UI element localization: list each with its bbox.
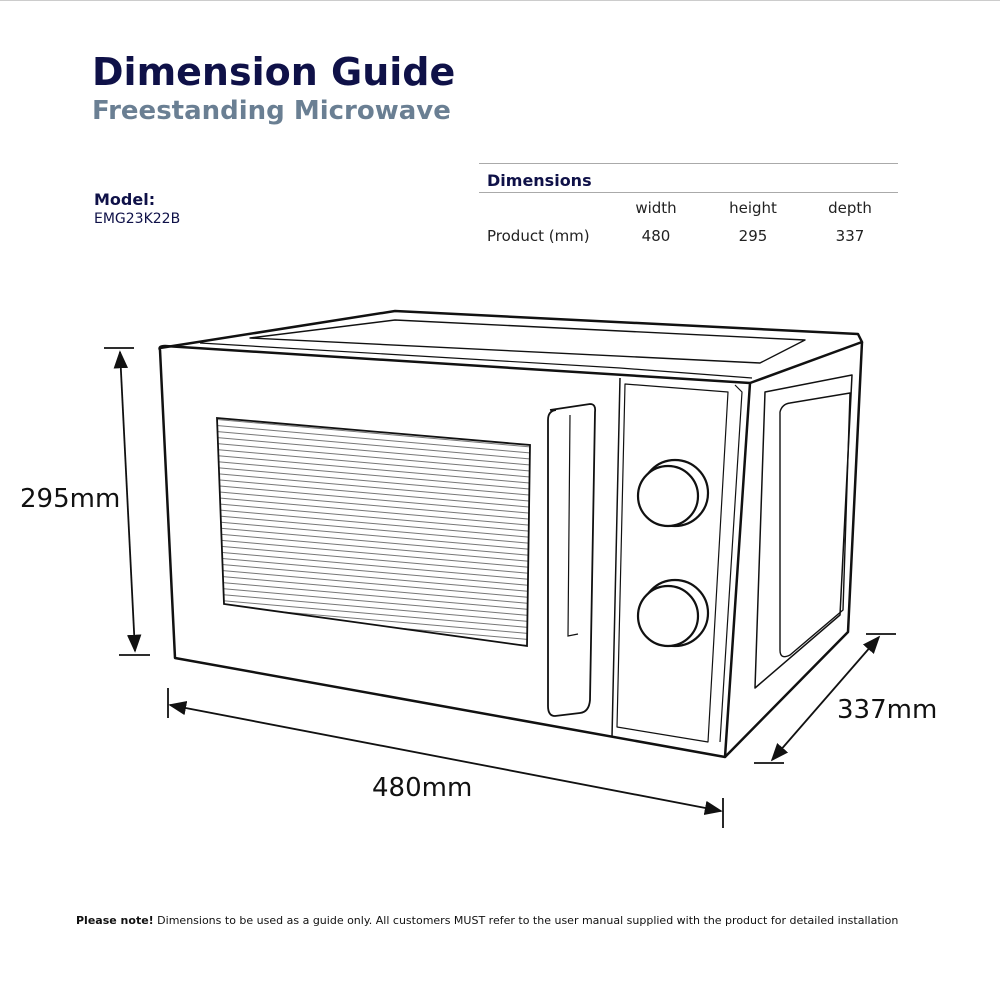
table-divider — [479, 192, 898, 193]
model-value: EMG23K22B — [94, 211, 181, 227]
note-bold: Please note! — [76, 914, 154, 927]
power-knob — [636, 578, 710, 648]
table-header-row: width height depth — [479, 193, 898, 221]
door-window — [216, 417, 531, 648]
depth-arrow — [770, 635, 881, 762]
width-label: 480mm — [372, 773, 473, 803]
table-divider — [479, 163, 898, 164]
table-row: Product (mm) 480 295 337 — [479, 221, 898, 249]
width-value: 480 — [641, 227, 671, 245]
model-label: Model: — [94, 190, 156, 209]
microwave-outline — [158, 309, 864, 759]
depth-label: 337mm — [837, 695, 938, 725]
top-divider — [0, 0, 1000, 1]
height-arrow — [113, 350, 142, 653]
row-label: Product (mm) — [487, 227, 590, 245]
column-header-depth: depth — [828, 199, 872, 217]
timer-knob — [636, 458, 710, 528]
page-subtitle: Freestanding Microwave — [92, 96, 451, 126]
dimensions-table: Dimensions width height depth Product (m… — [479, 163, 898, 249]
page-title: Dimension Guide — [92, 50, 456, 94]
footer-note: Please note! Dimensions to be used as a … — [76, 914, 898, 927]
dimensions-title: Dimensions — [487, 171, 592, 190]
height-label: 295mm — [20, 484, 121, 514]
depth-value: 337 — [835, 227, 865, 245]
column-header-height: height — [729, 199, 777, 217]
height-value: 295 — [738, 227, 768, 245]
dimension-lines — [104, 347, 896, 828]
door-handle — [547, 403, 597, 717]
width-arrow — [168, 700, 723, 816]
note-text: Dimensions to be used as a guide only. A… — [153, 914, 899, 927]
column-header-width: width — [635, 199, 677, 217]
